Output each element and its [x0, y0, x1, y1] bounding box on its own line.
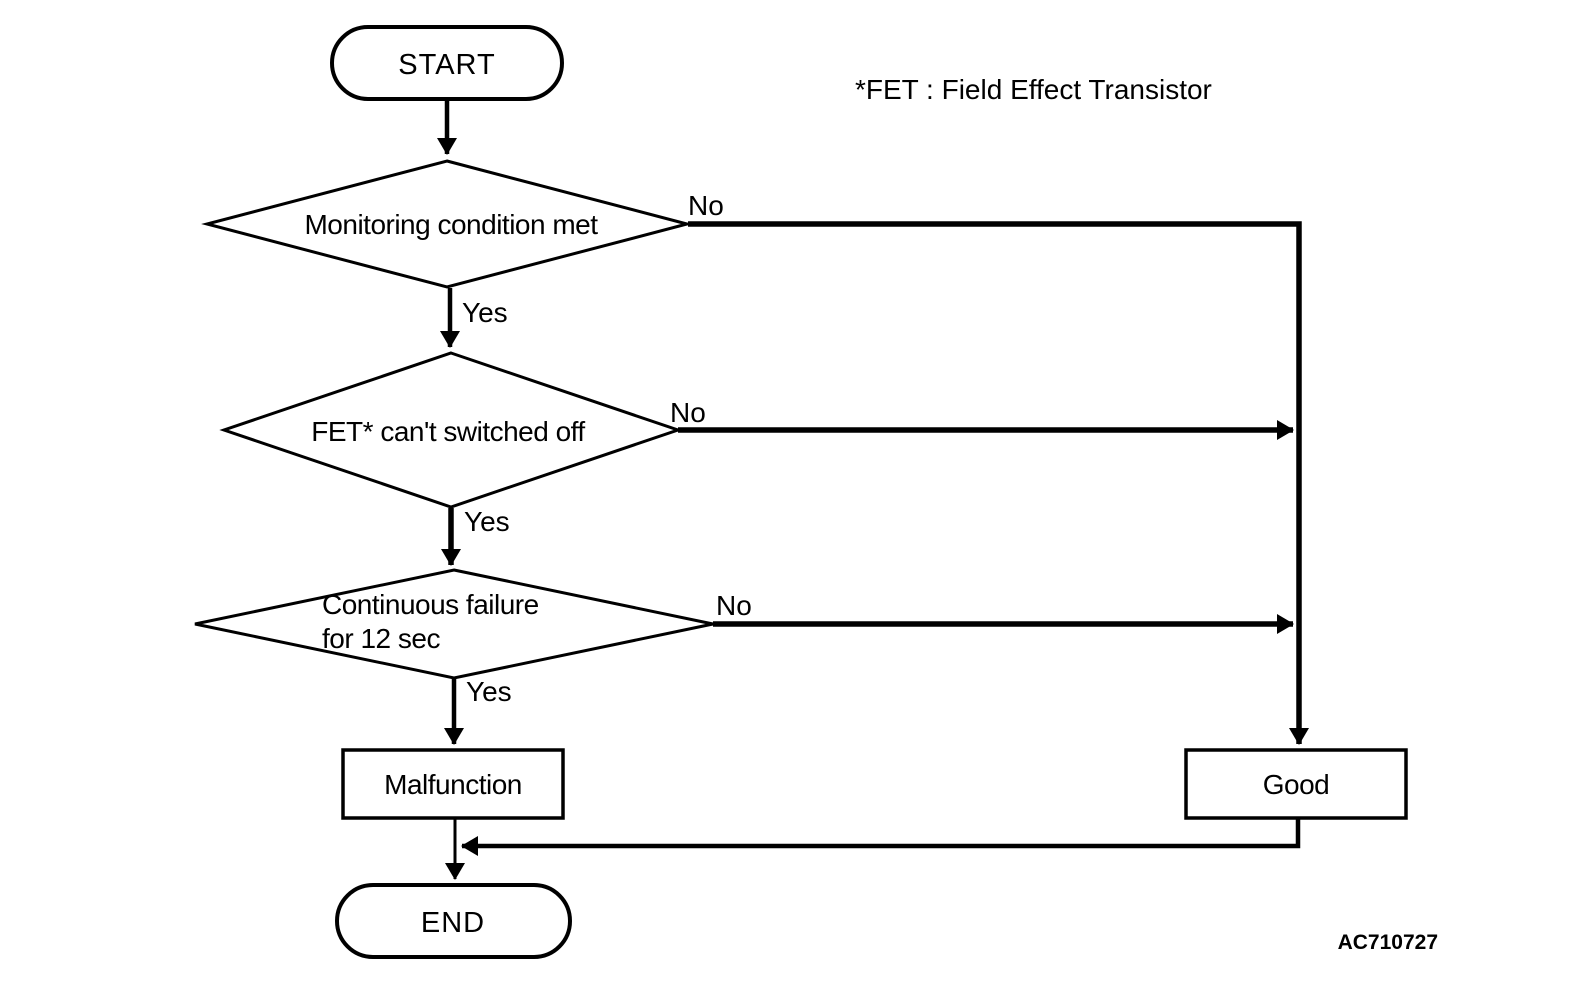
- node-fet-label: FET* can't switched off: [311, 416, 585, 447]
- node-monitoring-label: Monitoring condition met: [304, 209, 598, 240]
- node-monitoring-decision: [201, 159, 693, 289]
- edge-label-continuous-yes: Yes: [466, 676, 512, 707]
- node-start: [330, 25, 564, 101]
- node-start-label: START: [398, 49, 495, 81]
- edge-label-fet-yes: Yes: [464, 506, 510, 537]
- fet-note: *FET : Field Effect Transistor: [855, 74, 1212, 105]
- node-malfunction: [341, 748, 565, 820]
- edge-monitoring-no: [688, 221, 1309, 745]
- edge-label-fet-no: No: [670, 397, 706, 428]
- edge-label-continuous-no: No: [716, 590, 752, 621]
- node-continuous-decision: [194, 568, 714, 680]
- node-good-label: Good: [1263, 769, 1330, 800]
- node-fet-decision: [219, 351, 683, 509]
- edge-good-to-end: [461, 818, 1301, 856]
- node-end: [335, 883, 572, 959]
- figure-id: AC710727: [1338, 931, 1438, 954]
- edge-label-monitoring-yes: Yes: [462, 297, 508, 328]
- node-continuous-label-line2: for 12 sec: [322, 623, 440, 654]
- node-end-label: END: [421, 907, 485, 939]
- node-malfunction-label: Malfunction: [384, 769, 522, 800]
- node-continuous-label-line1: Continuous failure: [322, 589, 539, 620]
- node-good: [1184, 748, 1408, 820]
- edge-label-monitoring-no: No: [688, 190, 724, 221]
